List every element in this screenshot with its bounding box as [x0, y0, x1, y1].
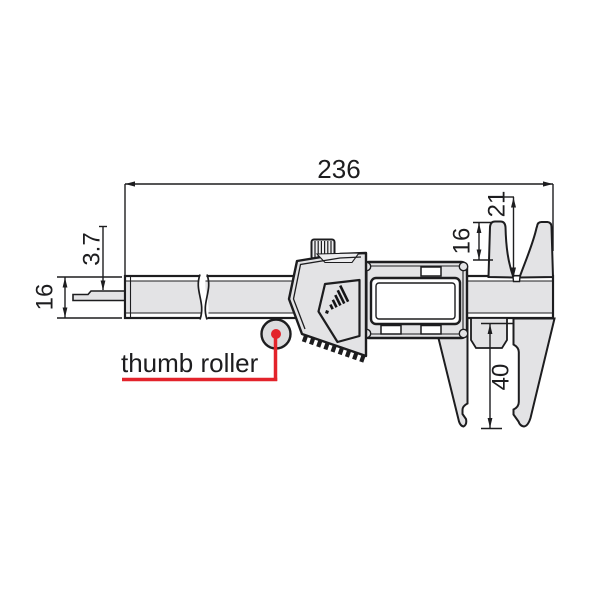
dim-beam-height [57, 276, 122, 319]
beam-break [197, 274, 210, 320]
dim-text-overall-length: 236 [317, 154, 360, 184]
lower-jaw-sliding [433, 319, 469, 428]
lower-jaw-fixed [512, 317, 556, 428]
upper-jaw-slot [512, 276, 521, 283]
dim-text-upper-jaw-length: 21 [483, 191, 510, 218]
dim-upper-jaw-length [499, 196, 516, 278]
button-top [420, 266, 442, 277]
slider-head [287, 251, 368, 363]
thumb-grip-serration [301, 334, 367, 363]
brand-logo-icon [325, 284, 350, 314]
dim-text-beam-height: 16 [31, 284, 58, 311]
callout-label: thumb roller [121, 348, 259, 378]
lcd-screen [375, 282, 456, 320]
upper-jaw-right [518, 221, 555, 279]
thumb-roller-dot [271, 329, 281, 339]
logo-panel [317, 278, 361, 344]
upper-jaw-left [487, 220, 515, 279]
dim-lower-jaw-depth [481, 322, 513, 430]
button-bottom-left [380, 324, 402, 335]
button-bottom-right [420, 324, 442, 335]
corner-screw-icon [458, 328, 469, 339]
dim-upper-jaw-tip [473, 221, 493, 261]
corner-screw-icon [458, 261, 469, 272]
dim-text-depth-rod: 3.7 [78, 232, 105, 265]
depth-rod [72, 290, 126, 302]
dim-depth-rod [99, 225, 107, 291]
dim-overall-length [124, 181, 554, 275]
thumb-roller-callout [122, 329, 281, 382]
dim-text-lower-jaw-depth: 40 [487, 364, 514, 391]
slider-body [361, 260, 469, 340]
dim-text-upper-jaw-tip: 16 [448, 228, 475, 255]
